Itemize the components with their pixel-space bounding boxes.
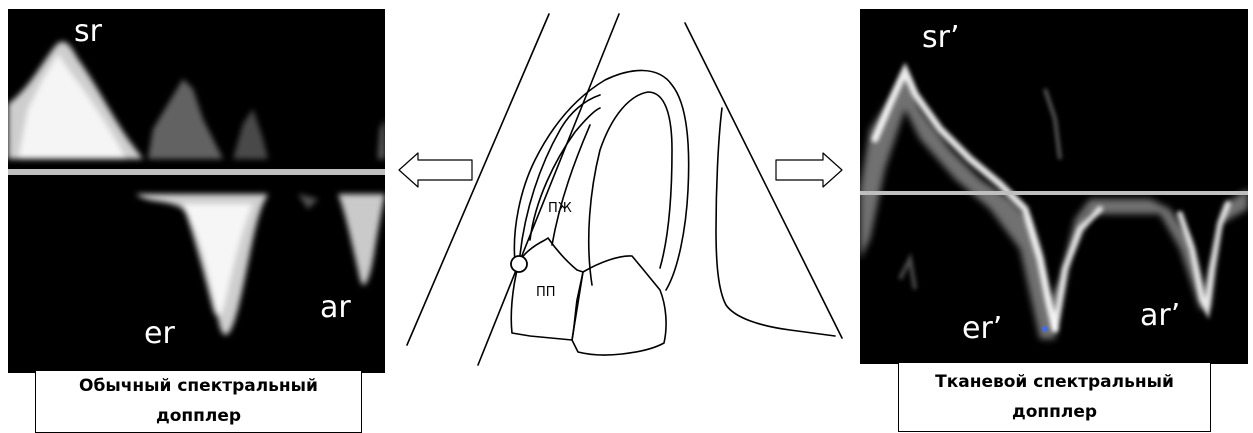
sector-line-inner — [478, 14, 619, 365]
ra-label: ПП — [536, 285, 556, 300]
arrow-right-icon — [776, 153, 842, 187]
septum — [552, 125, 590, 245]
tricuspid-annulus-marker — [511, 256, 527, 272]
rv-label: ПЖ — [548, 201, 572, 216]
arrow-left-icon — [399, 153, 472, 187]
left-atrium — [572, 256, 666, 355]
lateral-wall — [716, 108, 835, 336]
